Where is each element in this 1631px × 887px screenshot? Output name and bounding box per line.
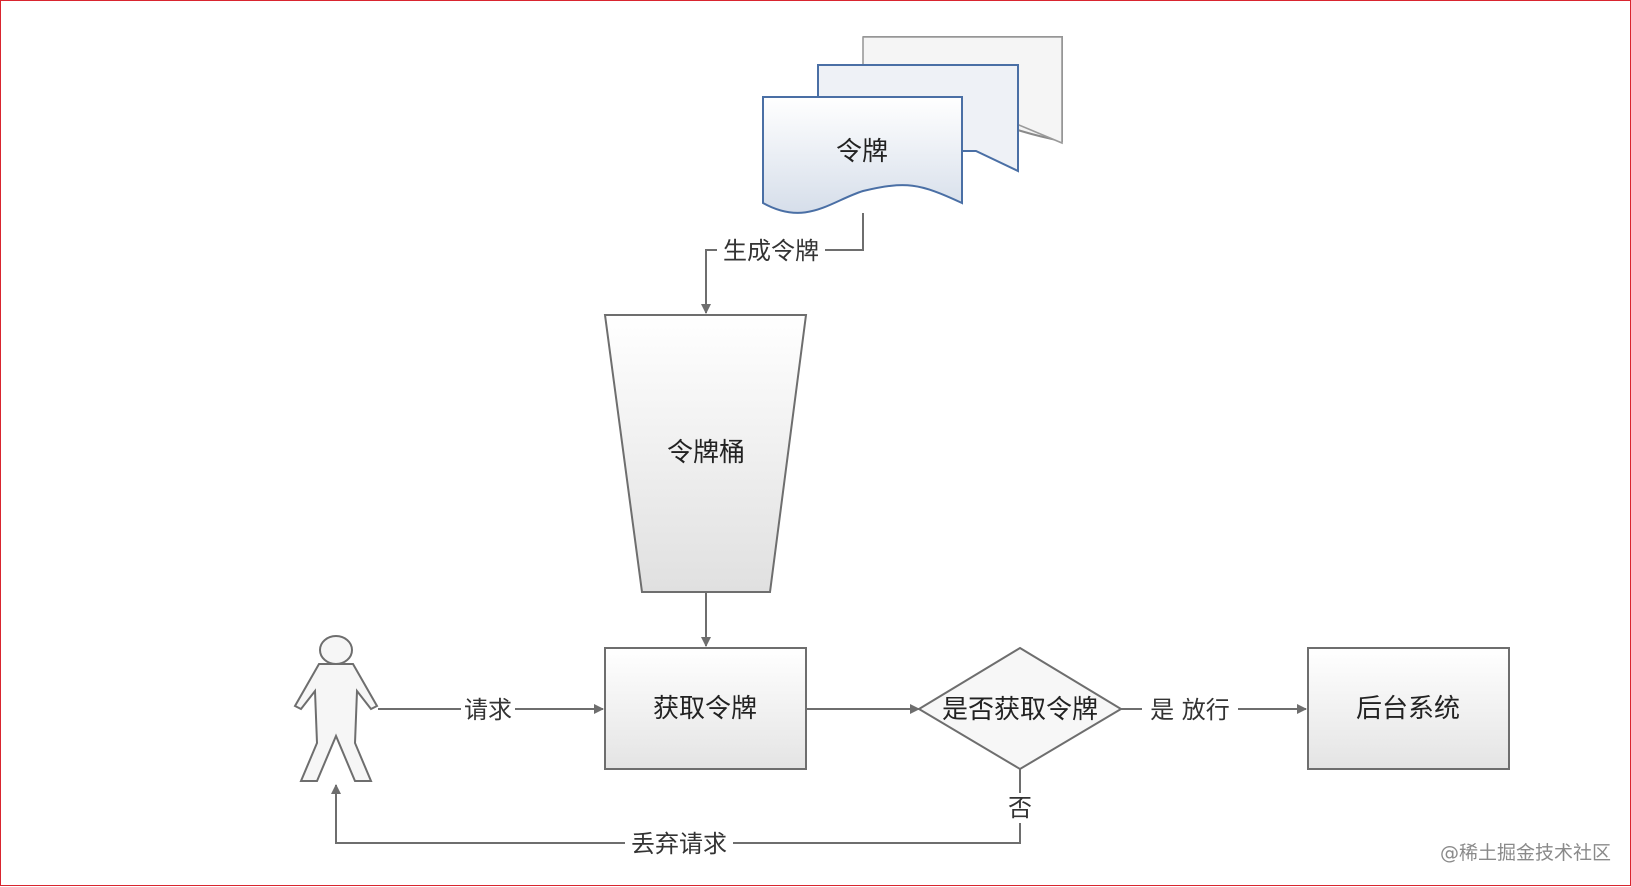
edge-yes-pass-label: 是 放行 [1150,696,1230,724]
acquire-token-box [604,647,807,770]
edge-generate-label-bg [717,236,825,264]
watermark-text: @稀土掘金技术社区 [1440,842,1611,864]
token-bucket-label: 令牌桶 [667,438,745,468]
edge-request-label-bg [461,695,515,723]
edge-no-label-bg [1004,793,1036,823]
edge-generate-label: 生成令牌 [723,237,819,265]
edge-yes-pass-label-bg [1142,695,1238,723]
user-actor-icon [293,635,379,782]
edge-no-label: 否 [1008,794,1032,822]
edge-discard-label: 丢弃请求 [631,830,727,858]
edge-request-label: 请求 [464,696,512,724]
edge-discard-label-bg [625,829,733,857]
acquire-token-label: 获取令牌 [653,694,757,724]
decision-label: 是否获取令牌 [942,695,1098,725]
backend-system-label: 后台系统 [1356,694,1460,724]
token-bucket-shape [603,314,808,593]
token-document-front [762,96,963,214]
token-label: 令牌 [836,137,888,167]
backend-system-box [1307,647,1510,770]
token-documents: 令牌 [762,36,1063,214]
